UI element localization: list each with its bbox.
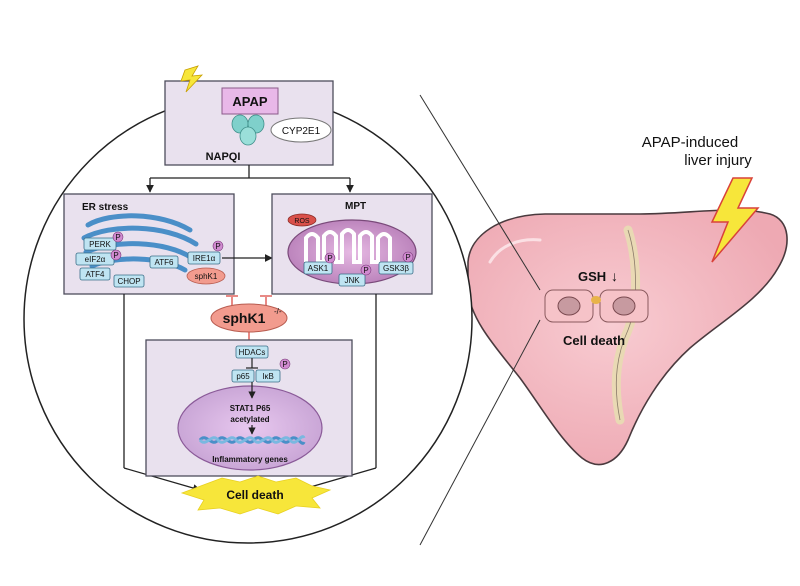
er-stress-title: ER stress xyxy=(82,202,129,213)
perk-p: P xyxy=(115,233,120,242)
gsk3b-p: P xyxy=(405,253,410,262)
cyp2e1-enzyme-icon xyxy=(231,114,265,146)
hdacs-label: HDACs xyxy=(239,348,266,357)
split-arrows xyxy=(146,165,354,193)
apap-box xyxy=(221,87,279,115)
mpt-title: MPT xyxy=(345,201,366,212)
hepatocyte-right xyxy=(599,289,649,323)
ask1-p: P xyxy=(327,254,332,263)
er-protein-labels: PERK eIF2α ATF4 CHOP ATF6 IRE1α xyxy=(75,237,221,288)
ikb-p: P xyxy=(282,360,287,369)
sphk1-er-label: sphK1 xyxy=(195,272,218,281)
p65-box xyxy=(231,369,255,383)
perk-label: PERK xyxy=(89,240,111,249)
zoom-line-top xyxy=(419,94,541,291)
apap-lightning-icon xyxy=(180,65,204,93)
ros-oval xyxy=(287,213,317,227)
acetyl-line2: acetylated xyxy=(230,415,269,424)
ros-label: ROS xyxy=(294,218,310,225)
eif2a-label: eIF2α xyxy=(85,255,106,264)
dna-helix-icon xyxy=(198,435,306,445)
zoom-line-bottom xyxy=(419,319,541,546)
chop-box xyxy=(113,274,145,288)
eif2a-p: P xyxy=(113,251,118,260)
chop-label: CHOP xyxy=(117,277,140,286)
liver-title-line2: liver injury xyxy=(684,152,752,169)
acetyl-line1: STAT1 P65 xyxy=(230,404,271,413)
cyp2e1-label: CYP2E1 xyxy=(282,126,321,137)
lightning-bolt-icon xyxy=(710,177,760,263)
sphk1-knockout-label: sphK1 xyxy=(223,310,266,326)
down-arrow-icon: ↓ xyxy=(611,268,618,284)
sphk1-er-oval xyxy=(186,267,226,285)
gsh-label: GSH xyxy=(578,269,606,284)
p65-label: p65 xyxy=(236,372,250,381)
jnk-p: P xyxy=(363,266,368,275)
mpt-protein-labels: ASK1 JNK GSK3β P P P xyxy=(303,251,414,287)
ire1a-box xyxy=(187,251,221,265)
er-phospho-marks: P P P xyxy=(110,231,224,261)
liver-illustration xyxy=(467,209,788,466)
cyp2e1-ellipse xyxy=(270,117,332,143)
sphk1-knockout-oval xyxy=(210,303,288,333)
cell-death-starburst xyxy=(180,475,332,515)
napqi-label: NAPQI xyxy=(206,151,241,163)
mitochondrial-cristae xyxy=(304,228,392,264)
cell-junction-icon xyxy=(591,296,601,304)
jnk-label: JNK xyxy=(344,276,360,285)
sphk1-knockout-superscript: -/- xyxy=(274,307,282,316)
atf4-label: ATF4 xyxy=(86,270,106,279)
liver-cell-death-label: Cell death xyxy=(563,333,625,348)
ikb-label: IκB xyxy=(262,372,274,381)
hepatocyte-left xyxy=(544,289,594,323)
perk-box xyxy=(83,237,117,251)
ask1-label: ASK1 xyxy=(308,264,329,273)
ikb-box xyxy=(255,369,281,383)
gsk3b-label: GSK3β xyxy=(383,264,409,273)
atf6-box xyxy=(149,255,179,269)
ikb-phospho-circle xyxy=(279,358,291,370)
atf4-box xyxy=(79,267,111,281)
apap-label: APAP xyxy=(232,94,267,109)
liver-title-line1: APAP-induced xyxy=(642,134,738,151)
inflammatory-genes-label: Inflammatory genes xyxy=(212,455,288,464)
cell-death-label: Cell death xyxy=(226,488,283,502)
ire1a-label: IRE1α xyxy=(193,254,216,263)
ire1a-p: P xyxy=(215,242,220,251)
atf6-label: ATF6 xyxy=(155,258,175,267)
